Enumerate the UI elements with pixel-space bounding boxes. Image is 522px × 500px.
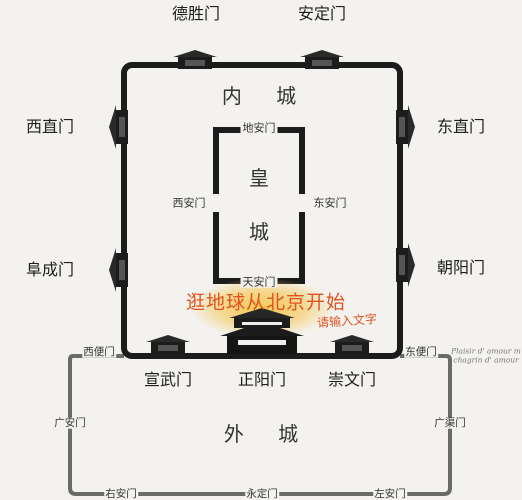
inner-city-wall	[121, 62, 403, 359]
label-xizhimen: 西直门	[25, 117, 75, 136]
gate-tower-zhengyangmen	[220, 308, 304, 354]
label-outer-city: 外 城	[223, 422, 313, 446]
gate-tower-andingmen	[300, 50, 344, 69]
label-deshengmen: 德胜门	[171, 4, 221, 23]
label-tiananmen: 天安门	[240, 275, 278, 289]
gate-mark-xianmen	[212, 194, 220, 212]
gate-tower-chaoyangmen	[396, 243, 415, 287]
watermark-line-2: chagrin d' amour	[453, 355, 519, 365]
label-fuchengmen: 阜成门	[25, 260, 75, 279]
label-dongbianmen: 东便门	[404, 345, 438, 358]
label-dianmen: 地安门	[240, 121, 278, 135]
label-xibianmen: 西便门	[82, 345, 116, 358]
gate-tower-xuanwumen	[146, 335, 190, 354]
label-imperial-city-bottom: 城	[249, 220, 269, 244]
gate-tower-chongwenmen	[330, 335, 374, 354]
label-xianmen: 西安门	[170, 196, 208, 210]
imperial-city-wall	[213, 127, 305, 284]
label-yongdingmen: 永定门	[245, 487, 279, 500]
label-inner-city: 内 城	[221, 84, 311, 108]
label-chaoyangmen: 朝阳门	[436, 258, 486, 277]
label-dongzhimen: 东直门	[436, 117, 486, 136]
label-andingmen: 安定门	[297, 4, 347, 23]
label-zuoanmen: 左安门	[373, 487, 407, 500]
label-chongwenmen: 崇文门	[327, 370, 377, 389]
label-xuanwumen: 宣武门	[143, 370, 193, 389]
label-guanganmen: 广安门	[53, 416, 87, 429]
label-donganmen: 东安门	[311, 196, 349, 210]
gate-tower-fuchengmen	[109, 248, 128, 292]
overlay-title: 逛地球从北京开始	[185, 291, 347, 314]
watermark-line-1: Plaisir d' amour m	[451, 346, 521, 356]
gate-tower-deshengmen	[173, 50, 217, 69]
gate-tower-dongzhimen	[396, 105, 415, 149]
gate-tower-xizhimen	[109, 105, 128, 149]
gate-mark-donganmen	[298, 194, 306, 212]
label-youanmen: 右安门	[104, 487, 138, 500]
label-zhengyangmen: 正阳门	[237, 370, 287, 389]
label-imperial-city-top: 皇	[249, 166, 269, 190]
label-guangqumen: 广渠门	[433, 416, 467, 429]
